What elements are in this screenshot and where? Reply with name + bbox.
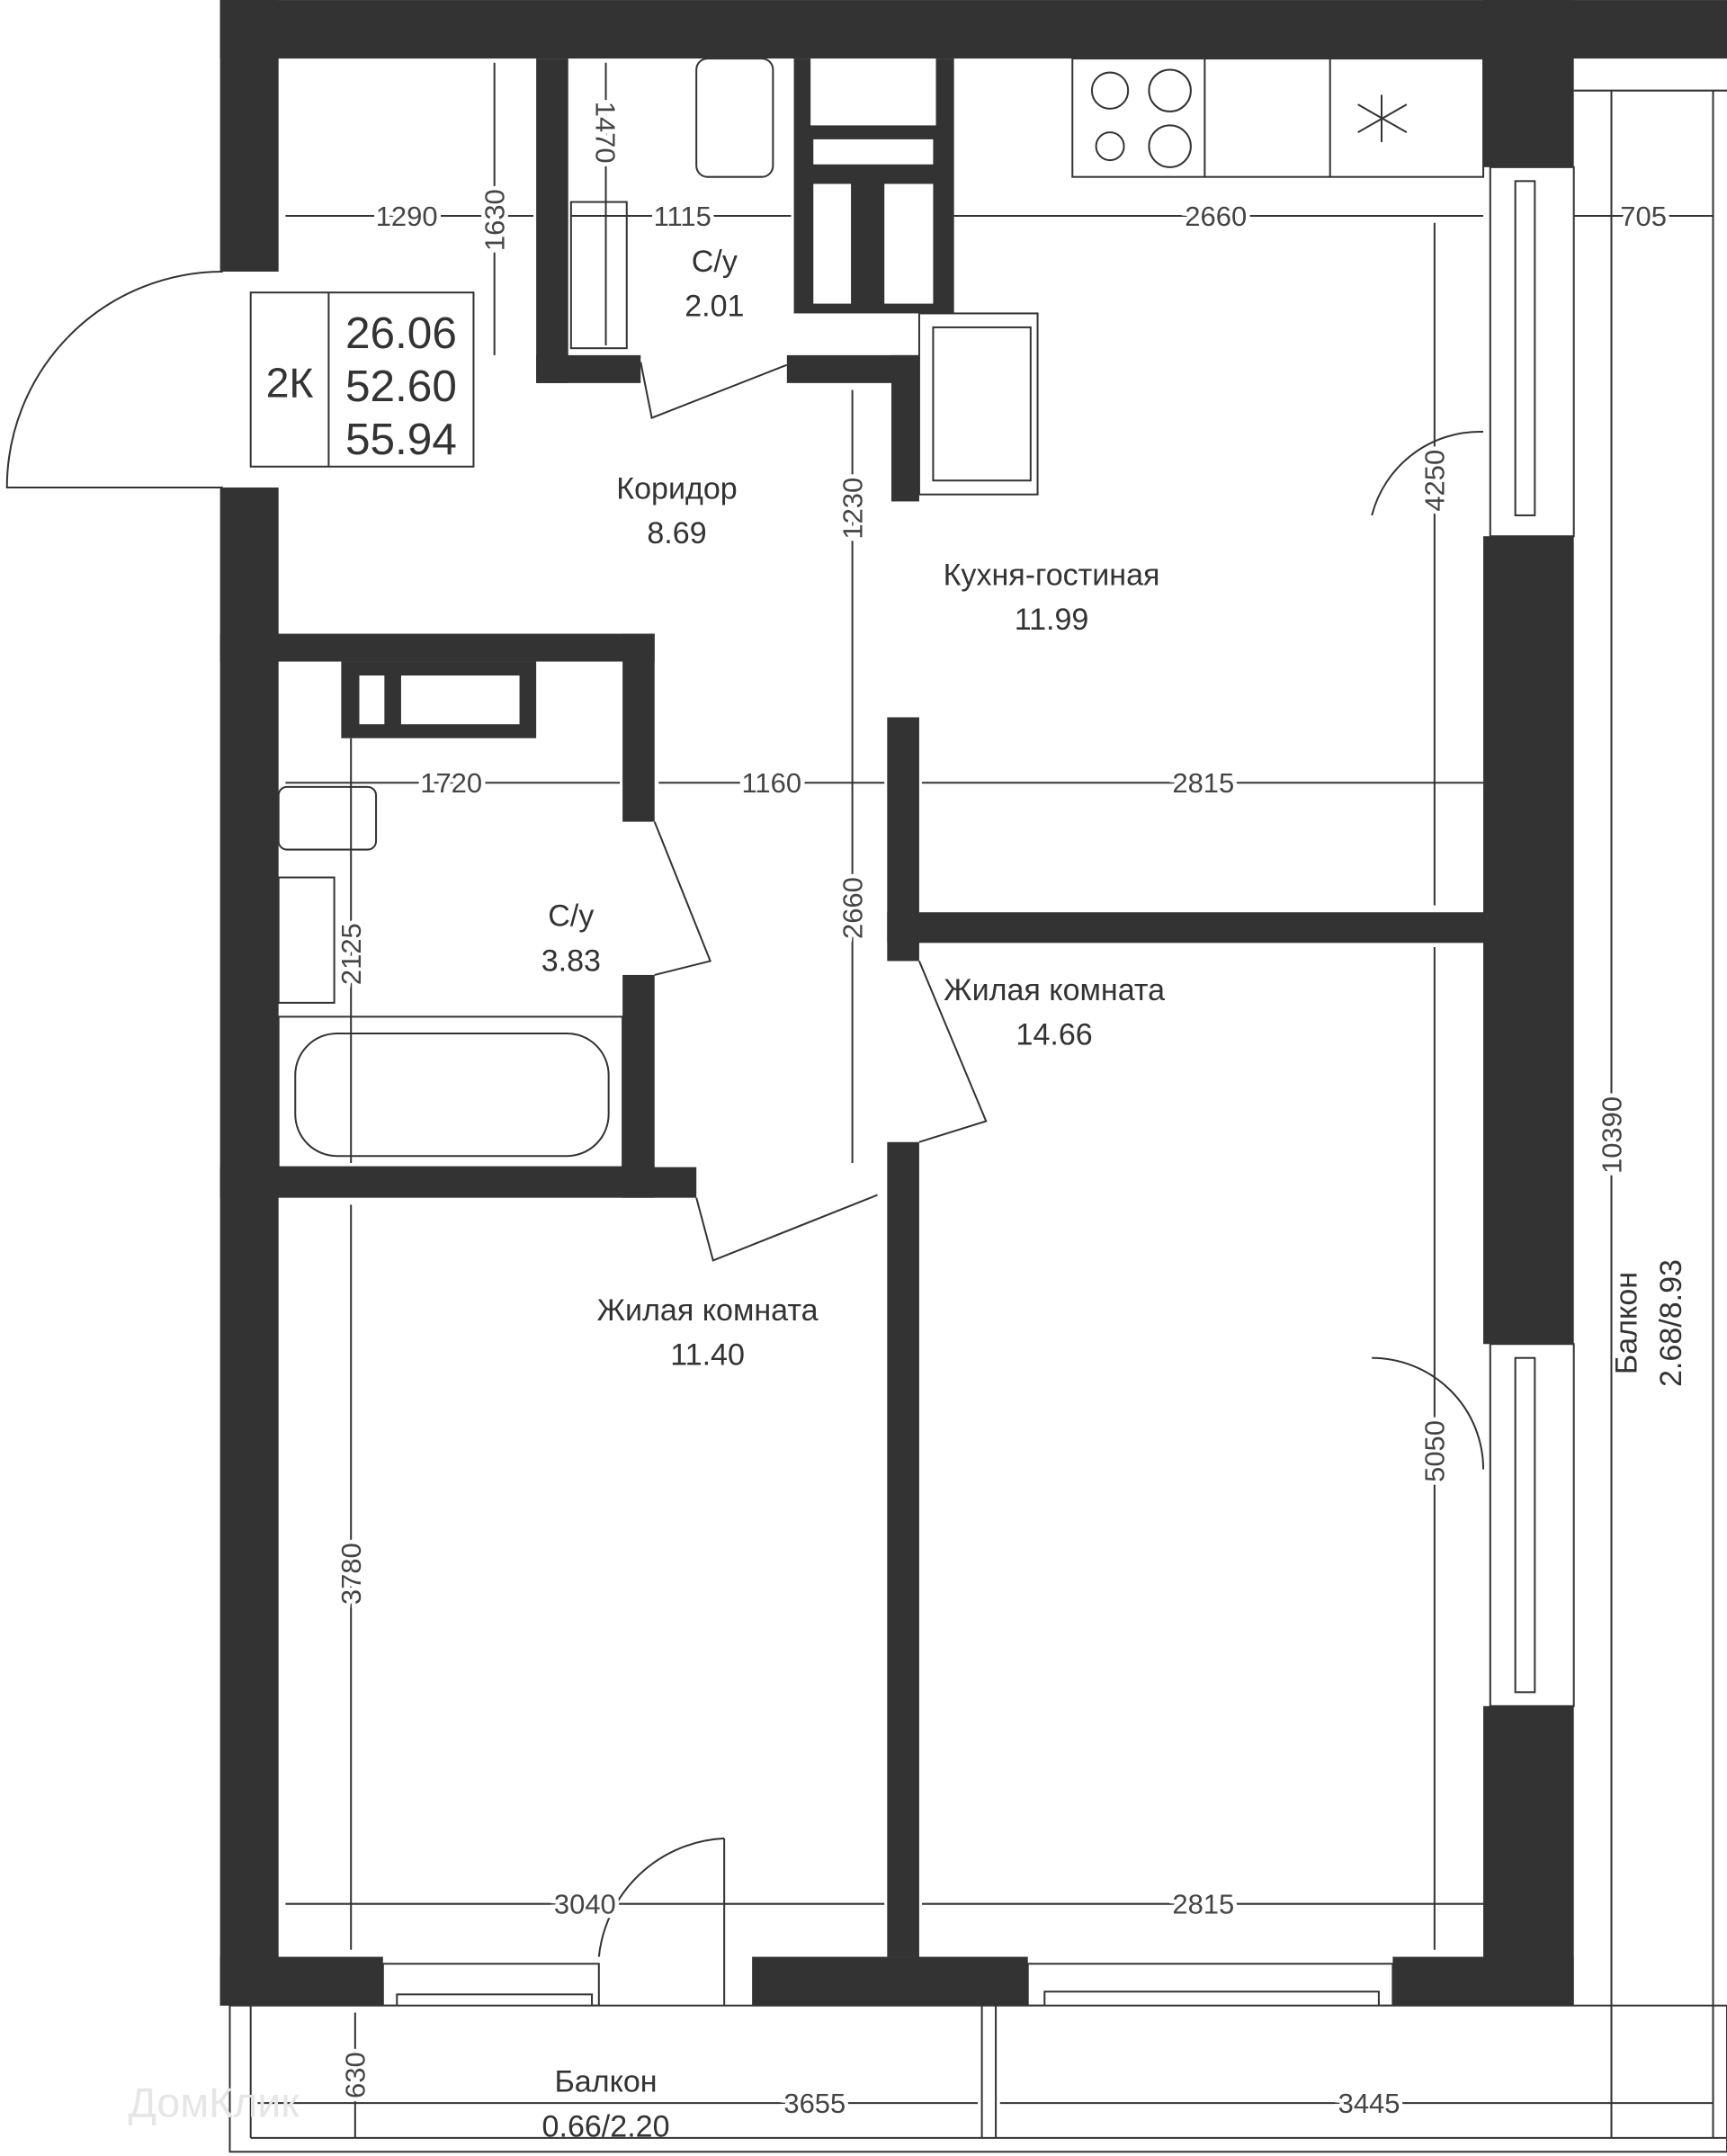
room-name: Балкон xyxy=(1609,1272,1643,1374)
living-area-value: 26.06 xyxy=(345,309,457,358)
dim-label: 2815 xyxy=(1172,767,1234,799)
dim-label: 4250 xyxy=(1419,450,1451,512)
rooms-count-label: 2К xyxy=(266,359,314,406)
total-area-value: 52.60 xyxy=(345,362,457,411)
room-area: 11.40 xyxy=(670,1337,745,1372)
dim-label: 1720 xyxy=(420,767,482,799)
room-area: 11.99 xyxy=(1015,603,1089,637)
dim-label: 2125 xyxy=(336,923,367,985)
room-name: С/у xyxy=(692,245,738,279)
room-name: С/у xyxy=(548,899,594,934)
dim-label: 1630 xyxy=(479,189,511,251)
room-area: 2.68/8.93 xyxy=(1654,1259,1688,1387)
dim-label: 2660 xyxy=(1185,201,1247,232)
room-name: Жилая комната xyxy=(944,973,1165,1007)
dimension-labels: 1290 1630 1470 1115 2660 705 1230 4250 1… xyxy=(331,97,1670,2124)
room-name: Коридор xyxy=(616,471,737,505)
watermark-logo: ДомКлик xyxy=(128,2080,300,2126)
dim-label: 1470 xyxy=(590,102,622,164)
dim-label: 705 xyxy=(1620,201,1667,232)
dim-label: 630 xyxy=(340,2052,371,2098)
room-area: 14.66 xyxy=(1016,1017,1093,1051)
dim-label: 3445 xyxy=(1338,2088,1400,2119)
room-name: Кухня-гостиная xyxy=(944,558,1160,592)
room-name: Балкон xyxy=(554,2065,657,2099)
dim-label: 5050 xyxy=(1419,1420,1451,1482)
room-area: 3.83 xyxy=(541,944,601,978)
room-area: 8.69 xyxy=(647,516,706,550)
dim-label: 1230 xyxy=(837,478,868,540)
dim-label: 10390 xyxy=(1596,1096,1627,1174)
dim-label: 3780 xyxy=(336,1543,367,1605)
dim-label: 3655 xyxy=(783,2088,846,2119)
room-area: 0.66/2.20 xyxy=(542,2109,670,2143)
dim-label: 1160 xyxy=(742,767,802,799)
area-with-balconies-value: 55.94 xyxy=(345,415,457,464)
room-area: 2.01 xyxy=(685,290,744,324)
dim-label: 2815 xyxy=(1172,1889,1234,1920)
dim-label: 3040 xyxy=(554,1889,616,1920)
dim-label: 1290 xyxy=(376,201,438,232)
dim-label: 2660 xyxy=(837,877,868,939)
dim-label: 1115 xyxy=(654,201,711,232)
room-name: Жилая комната xyxy=(597,1293,819,1328)
